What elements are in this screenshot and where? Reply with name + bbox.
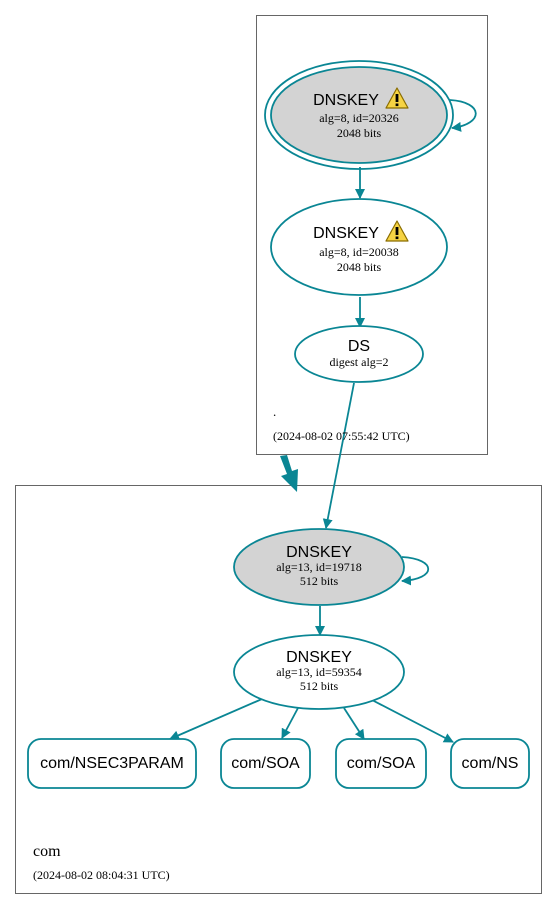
com-zsk-to-nsec3param-edge xyxy=(169,698,263,740)
root-zone-name: . xyxy=(273,404,276,419)
root-ds-line1: digest alg=2 xyxy=(329,355,388,369)
root-ksk-node[interactable]: DNSKEY alg=8, id=20326 2048 bits xyxy=(264,60,454,170)
root-zone-timestamp: (2024-08-02 07:55:42 UTC) xyxy=(273,429,410,443)
rrset-ns-node[interactable]: com/NS xyxy=(450,738,530,789)
root-zsk-title: DNSKEY xyxy=(313,225,379,242)
root-ds-title: DS xyxy=(348,338,370,355)
com-zsk-to-soa-2-edge xyxy=(343,707,365,740)
com-zsk-line1: alg=13, id=59354 xyxy=(276,665,362,679)
root-zsk-line1: alg=8, id=20038 xyxy=(319,245,399,259)
com-zsk-node[interactable]: DNSKEY alg=13, id=59354 512 bits xyxy=(233,634,405,710)
rrset-soa-node[interactable]: com/SOA xyxy=(220,738,311,789)
com-zone-name: com xyxy=(33,843,61,860)
root-ksk-title: DNSKEY xyxy=(313,92,379,109)
warning-icon xyxy=(385,220,409,242)
com-zone-timestamp: (2024-08-02 08:04:31 UTC) xyxy=(33,868,170,882)
com-ksk-self-edge xyxy=(401,556,430,586)
rrset-ns-label: com/NS xyxy=(462,755,519,772)
root-ksk-line1: alg=8, id=20326 xyxy=(319,111,399,125)
com-zsk-to-soa-1-edge xyxy=(281,707,299,739)
rrset-nsec3param-node[interactable]: com/NSEC3PARAM xyxy=(27,738,197,789)
delegation-arrow xyxy=(280,455,298,492)
rrset-soa-label: com/SOA xyxy=(347,755,416,772)
root-ksk-self-edge xyxy=(449,99,477,132)
com-ksk-title: DNSKEY xyxy=(286,544,352,561)
root-zsk-line2: 2048 bits xyxy=(337,260,382,274)
com-zsk-title: DNSKEY xyxy=(286,649,352,666)
root-ksk-line2: 2048 bits xyxy=(337,126,382,140)
root-zsk-node[interactable]: DNSKEY alg=8, id=20038 2048 bits xyxy=(270,198,448,296)
com-ksk-line2: 512 bits xyxy=(300,574,339,588)
com-zone-box xyxy=(15,485,542,894)
com-ksk-node[interactable]: DNSKEY alg=13, id=19718 512 bits xyxy=(233,528,405,606)
root-zone-box xyxy=(256,15,488,455)
com-zsk-line2: 512 bits xyxy=(300,679,339,693)
rrset-nsec3param-label: com/NSEC3PARAM xyxy=(40,755,184,772)
rrset-soa-node[interactable]: com/SOA xyxy=(335,738,427,789)
com-zsk-to-ns-edge xyxy=(371,699,454,743)
root-ds-node[interactable]: DS digest alg=2 xyxy=(294,325,424,383)
com-ksk-line1: alg=13, id=19718 xyxy=(276,560,362,574)
rrset-soa-label: com/SOA xyxy=(231,755,300,772)
warning-icon xyxy=(385,87,409,109)
root-ds-to-com-ksk-edge xyxy=(322,382,355,529)
